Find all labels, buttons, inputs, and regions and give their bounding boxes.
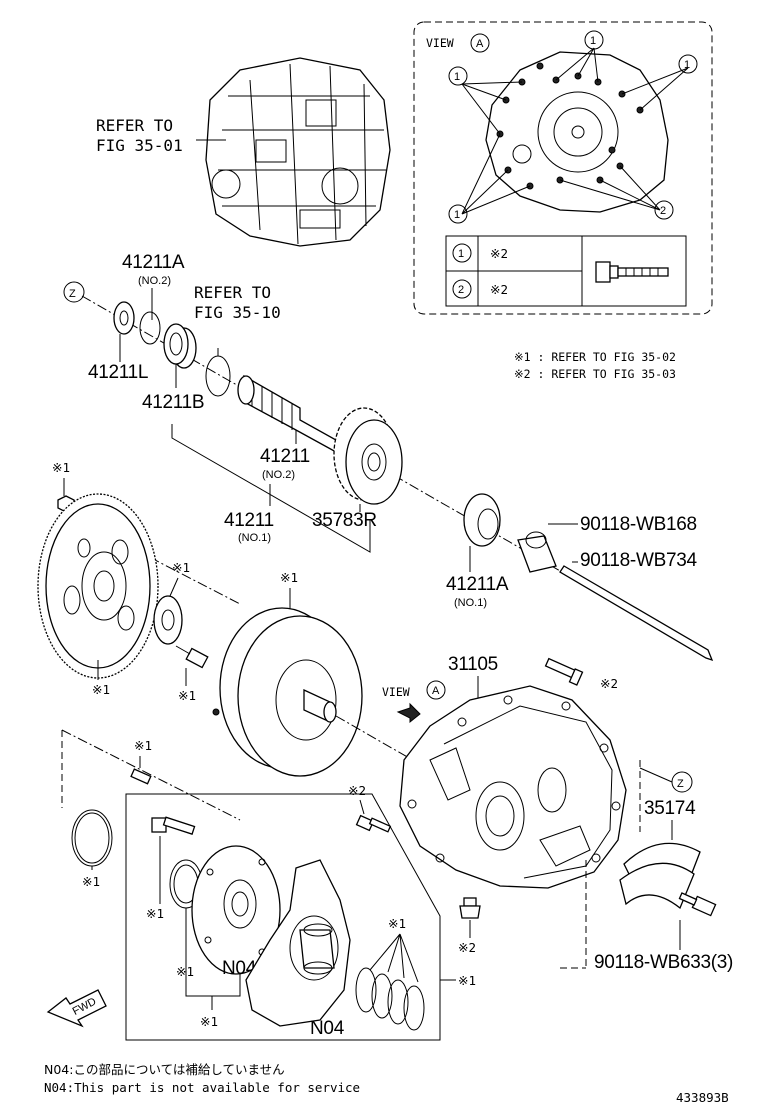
o-ring-mark1 xyxy=(71,809,113,867)
note-ref-fig-3502: ※1 : REFER TO FIG 35-02 xyxy=(514,350,676,364)
label-41211a-no2: 41211A xyxy=(122,252,185,273)
bolt-mark1-small xyxy=(130,768,152,785)
flange-bolt-icon xyxy=(595,261,669,283)
spacer-plate xyxy=(153,595,183,645)
snap-ring-3510 xyxy=(205,355,231,397)
n04-group-box xyxy=(125,793,441,1041)
diagram-id: 433893B xyxy=(676,1090,729,1105)
svg-text:※1: ※1 xyxy=(134,738,152,753)
bolt-mark2-left xyxy=(355,814,392,833)
gear-35783r xyxy=(333,407,403,505)
transaxle-housing-31105 xyxy=(399,685,627,889)
svg-text:(NO.2): (NO.2) xyxy=(262,469,295,481)
svg-text:(NO.1): (NO.1) xyxy=(454,597,487,609)
refer-fig-3501-line1: REFER TO xyxy=(96,116,173,135)
seal-rings-mark1 xyxy=(355,967,425,1031)
cover-35174 xyxy=(619,842,701,910)
label-41211-no2: 41211 xyxy=(260,446,310,467)
svg-text:1: 1 xyxy=(684,59,690,71)
refer-fig-3501-line2: FIG 35-01 xyxy=(96,136,183,155)
svg-text:1: 1 xyxy=(590,35,596,47)
label-41211l: 41211L xyxy=(88,362,148,383)
note-n04-japanese: N04:この部品については補給していません xyxy=(44,1062,285,1077)
svg-text:※1: ※1 xyxy=(172,560,190,575)
svg-text:(NO.1): (NO.1) xyxy=(238,532,271,544)
view-a-table: 1 ※2 2 ※2 xyxy=(445,235,687,307)
svg-text:※2: ※2 xyxy=(348,783,366,798)
label-41211a-no1: 41211A xyxy=(446,574,509,595)
thrust-washer-41211a-no1 xyxy=(463,493,501,547)
oil-pump-body xyxy=(245,859,351,1027)
svg-text:※1: ※1 xyxy=(200,1014,218,1029)
svg-text:1: 1 xyxy=(458,248,464,260)
svg-text:A: A xyxy=(432,685,440,697)
drive-plate-flywheel xyxy=(37,493,159,679)
pin-90118-wb734 xyxy=(559,565,714,662)
refer-fig-3510-line2: FIG 35-10 xyxy=(194,303,281,322)
view-arrow-icon xyxy=(396,702,421,724)
svg-text:Z: Z xyxy=(69,288,76,300)
svg-text:※1: ※1 xyxy=(280,570,298,585)
view-label: VIEW xyxy=(426,36,454,50)
label-90118-wb633: 90118-WB633(3) xyxy=(594,952,733,973)
bolt-mark1-drive xyxy=(175,645,209,669)
svg-text:※1: ※1 xyxy=(52,460,70,475)
svg-text:※1: ※1 xyxy=(82,874,100,889)
snap-ring-41211a-no2 xyxy=(139,311,161,345)
svg-text:2: 2 xyxy=(458,284,464,296)
note-n04-english: N04:This part is not available for servi… xyxy=(44,1080,360,1095)
label-90118-wb734: 90118-WB734 xyxy=(580,550,697,571)
drain-plug-mark2 xyxy=(459,897,481,919)
svg-text:※1: ※1 xyxy=(92,682,110,697)
svg-text:2: 2 xyxy=(660,205,666,217)
view-letter: A xyxy=(476,38,484,50)
svg-text:※1: ※1 xyxy=(146,906,164,921)
svg-text:※2: ※2 xyxy=(490,282,508,297)
svg-text:VIEW: VIEW xyxy=(382,685,410,699)
label-41211-no1: 41211 xyxy=(224,510,274,531)
bearing-41211b xyxy=(163,323,197,369)
label-35783r: 35783R xyxy=(312,510,377,531)
label-n04-b: N04 xyxy=(310,1018,345,1039)
fwd-arrow-icon: FWD xyxy=(46,989,107,1028)
svg-text:(NO.2): (NO.2) xyxy=(138,275,171,287)
svg-text:※2: ※2 xyxy=(600,676,618,691)
label-41211b: 41211B xyxy=(142,392,204,413)
note-ref-fig-3503: ※2 : REFER TO FIG 35-03 xyxy=(514,367,676,381)
torque-converter xyxy=(212,607,363,777)
washer-41211l xyxy=(113,301,135,335)
svg-text:Z: Z xyxy=(677,778,684,790)
svg-text:※1: ※1 xyxy=(176,964,194,979)
label-90118-wb168: 90118-WB168 xyxy=(580,514,697,535)
svg-text:※2: ※2 xyxy=(458,940,476,955)
svg-text:1: 1 xyxy=(454,71,460,83)
bolt-mark1-box xyxy=(151,816,196,835)
label-35174: 35174 xyxy=(644,798,696,819)
svg-text:※1: ※1 xyxy=(178,688,196,703)
input-shaft-41211 xyxy=(237,374,337,454)
transaxle-assembly xyxy=(196,57,391,247)
svg-text:※1: ※1 xyxy=(458,973,476,988)
bolt-90118-wb633 xyxy=(678,892,717,917)
bushing-90118-wb168 xyxy=(517,531,557,573)
bolt-mark2-upper xyxy=(544,657,584,686)
label-n04-a: N04 xyxy=(222,958,257,979)
svg-text:※1: ※1 xyxy=(388,916,406,931)
view-a-inset: VIEW A 1 1 1 1 xyxy=(413,21,713,315)
refer-fig-3510-line1: REFER TO xyxy=(194,283,271,302)
label-31105: 31105 xyxy=(448,654,498,675)
svg-text:1: 1 xyxy=(454,209,460,221)
svg-text:※2: ※2 xyxy=(490,246,508,261)
